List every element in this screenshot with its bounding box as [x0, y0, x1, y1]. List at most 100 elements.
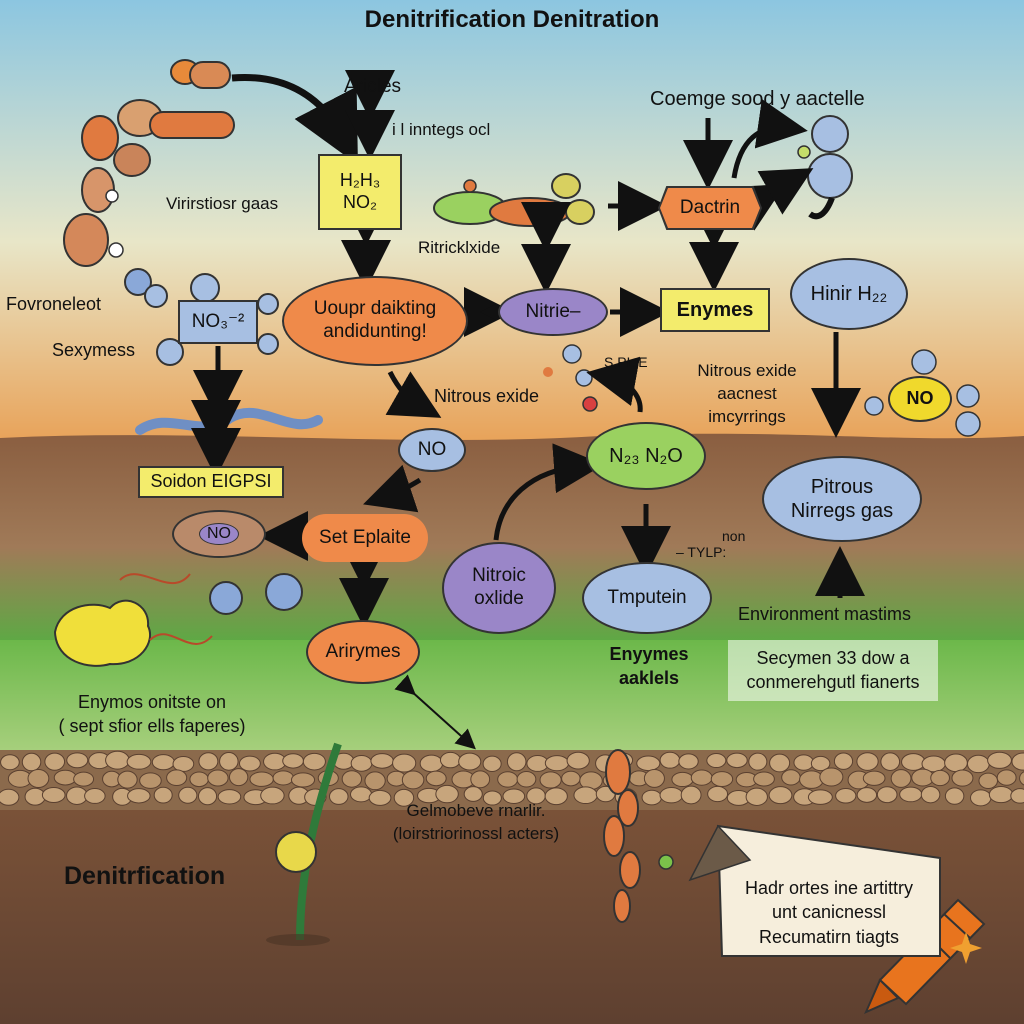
- pebble: [73, 771, 95, 787]
- pebble: [260, 786, 285, 805]
- pebble: [753, 771, 775, 787]
- label-non: non: [722, 528, 746, 544]
- pebble: [856, 787, 878, 803]
- label-fovroneleot: Fovroneleot: [6, 294, 102, 314]
- label-denitrification-bottom: Denitrfication: [64, 862, 226, 890]
- pebble: [249, 771, 274, 787]
- pebble: [987, 751, 1012, 769]
- pebble: [197, 787, 218, 806]
- pebble: [228, 768, 249, 787]
- label-spple: S,PL,E: [604, 354, 648, 370]
- node-tmputein: Tmputein: [582, 562, 712, 634]
- pebble: [425, 770, 447, 787]
- label-innitregs: i l inntegs ocl: [392, 120, 491, 139]
- pebble: [126, 753, 152, 770]
- node-hinir: Hinir H₂₂: [790, 258, 908, 330]
- node-soidon: Soidon EIGPSI: [138, 466, 284, 498]
- pebble: [439, 751, 461, 769]
- pebble: [219, 752, 239, 771]
- pebble: [643, 768, 665, 788]
- bacteria-chain-icon: [63, 59, 235, 267]
- pebble: [178, 786, 198, 804]
- pebble: [781, 769, 801, 786]
- pebble: [217, 789, 242, 805]
- pebble: [659, 787, 684, 804]
- pebble: [272, 770, 294, 786]
- note-hadr: Hadr ortes ine artittry unt canicnessl R…: [744, 878, 914, 947]
- pebbles: [0, 750, 1024, 807]
- pebble: [463, 786, 483, 802]
- pebble: [690, 769, 713, 786]
- node-no-blue: NO: [398, 428, 466, 472]
- label-tylp: – TYLP:: [676, 544, 727, 560]
- pebble: [392, 753, 417, 773]
- flow-arrows: [191, 70, 865, 750]
- pebble: [153, 786, 173, 804]
- pebble: [44, 752, 66, 771]
- pebble: [970, 789, 992, 807]
- pebble: [996, 769, 1017, 786]
- pebble: [127, 788, 151, 804]
- pebble: [482, 755, 502, 773]
- pebble: [641, 789, 662, 806]
- pebble: [890, 769, 912, 788]
- pebble: [151, 754, 175, 771]
- pebble: [671, 771, 694, 788]
- pebble: [435, 784, 459, 804]
- pebble: [1010, 788, 1024, 804]
- paper-note: [716, 824, 941, 957]
- pebble: [901, 753, 926, 771]
- pebble: [539, 771, 562, 789]
- pebble: [876, 786, 898, 804]
- pebble: [482, 790, 502, 806]
- pebble: [706, 753, 727, 769]
- pebble: [966, 754, 990, 774]
- pebble: [350, 754, 373, 772]
- pebble: [419, 754, 444, 773]
- pebble: [370, 753, 394, 769]
- label-gelmobeve: Gelmobeve rnarlir. (loirstriorinossl act…: [392, 801, 560, 843]
- label-coemge: Coemge sood y aactelle: [650, 88, 865, 110]
- pebble: [745, 787, 768, 806]
- node-no-brown: NO: [172, 510, 266, 558]
- label-environment: Environment mastims: [738, 604, 912, 624]
- pebble: [401, 770, 425, 790]
- pebble: [769, 753, 791, 773]
- pebble: [1019, 771, 1024, 786]
- pebble: [856, 752, 879, 771]
- pebble: [139, 772, 162, 789]
- label-aricles: Aricles: [344, 76, 402, 97]
- pebble: [53, 769, 77, 786]
- pebble: [726, 752, 748, 769]
- microbe-icon: [53, 573, 303, 667]
- pebble: [66, 752, 89, 769]
- arrow-curved-top: [231, 73, 358, 165]
- node-n2o: N₂₃ N₂O: [586, 422, 706, 490]
- pebble: [544, 787, 568, 806]
- node-arirymes: Arirymes: [306, 620, 420, 684]
- pebble: [707, 785, 729, 803]
- pebble: [290, 772, 316, 788]
- pebble: [393, 788, 415, 807]
- pebble: [198, 752, 219, 771]
- pebble: [506, 752, 527, 772]
- pebble: [807, 789, 833, 805]
- pebble: [282, 753, 304, 769]
- pebble: [166, 769, 188, 787]
- label-nitrous-exide-right: Nitrous exide aacnest imcyrrings: [697, 361, 797, 426]
- pebble: [328, 788, 349, 805]
- pebble: [27, 768, 50, 788]
- pebble: [944, 753, 968, 773]
- pebble: [566, 751, 590, 770]
- node-dactrin: Dactrin: [658, 186, 762, 230]
- pebble: [988, 786, 1014, 804]
- pebble: [207, 769, 229, 787]
- pebble: [364, 771, 386, 791]
- pebble: [368, 789, 392, 806]
- node-no-gold: NO: [888, 376, 952, 422]
- pebble: [680, 785, 702, 805]
- label-enymos-left: Enymos onitste on ( sept sfior ells fape…: [58, 692, 246, 737]
